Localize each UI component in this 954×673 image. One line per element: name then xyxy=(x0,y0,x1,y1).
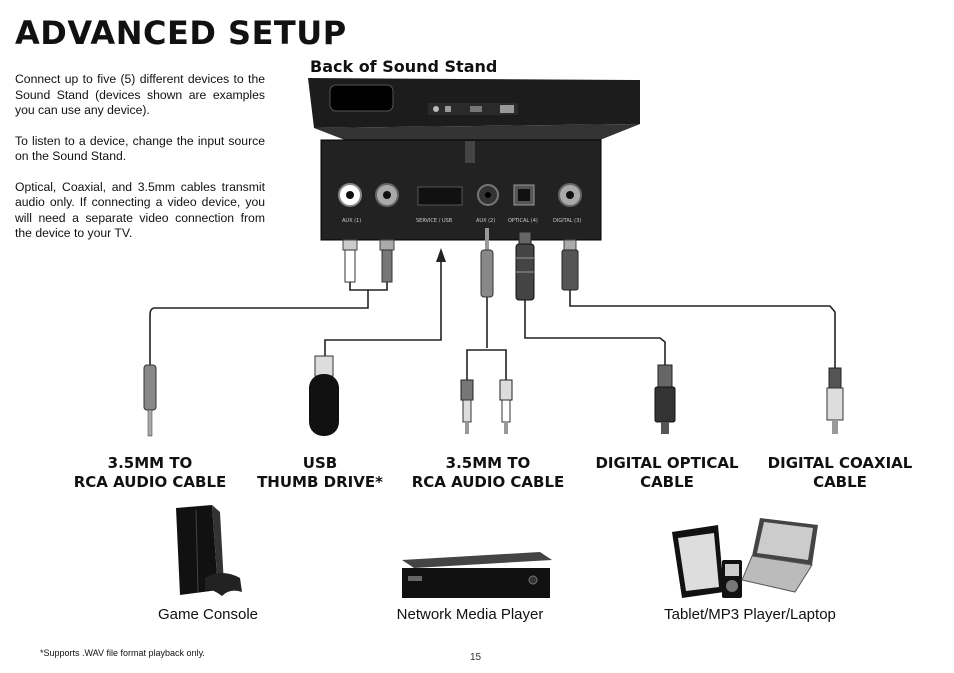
diagram-title: Back of Sound Stand xyxy=(310,57,498,76)
tablet-mp3-laptop-image xyxy=(672,518,818,598)
cable-wires xyxy=(149,255,836,380)
mini-plug-left xyxy=(143,364,157,437)
coax-plug xyxy=(561,239,579,291)
cable-label: DIGITAL COAXIAL CABLE xyxy=(760,454,920,492)
device-label-game-console: Game Console xyxy=(157,606,259,623)
intro-text: Connect up to five (5) different devices… xyxy=(15,72,265,257)
cable-label: 3.5MM TO RCA AUDIO CABLE xyxy=(70,454,230,492)
intro-paragraph: To listen to a device, change the input … xyxy=(15,133,265,164)
cable-label: USB THUMB DRIVE* xyxy=(252,454,388,492)
page-title: ADVANCED SETUP xyxy=(15,14,347,52)
device-label-media-player: Network Media Player xyxy=(396,606,544,623)
cable-label-line: RCA AUDIO CABLE xyxy=(73,473,227,491)
rear-panel: AUX (1) SERVICE / USB AUX (2) OPTICAL (4… xyxy=(320,139,602,241)
cable-label: DIGITAL OPTICAL CABLE xyxy=(588,454,746,492)
network-media-player-image xyxy=(402,552,552,598)
cable-label-line: USB xyxy=(302,454,338,472)
cable-label-line: RCA AUDIO CABLE xyxy=(411,473,565,491)
device-label-tablet-laptop: Tablet/MP3 Player/Laptop xyxy=(664,606,836,623)
sound-stand xyxy=(308,78,640,140)
cable-label-line: 3.5MM TO xyxy=(107,454,193,472)
port-label-optical: OPTICAL (4) xyxy=(508,218,538,224)
rca-plug-red xyxy=(379,239,395,283)
footnote: *Supports .WAV file format playback only… xyxy=(40,648,205,658)
port-label-aux1: AUX (1) xyxy=(342,218,361,224)
cable-label-line: THUMB DRIVE* xyxy=(257,473,383,491)
cable-label-line: 3.5MM TO xyxy=(445,454,531,472)
port-label-digital: DIGITAL (3) xyxy=(553,218,581,224)
cable-label: 3.5MM TO RCA AUDIO CABLE xyxy=(408,454,568,492)
intro-paragraph: Optical, Coaxial, and 3.5mm cables trans… xyxy=(15,179,265,241)
cable-label-line: DIGITAL OPTICAL xyxy=(595,454,739,472)
coax-plug-end xyxy=(826,367,844,434)
cable-label-line: CABLE xyxy=(813,473,867,491)
port-label-aux2: AUX (2) xyxy=(476,218,495,224)
cable-label-line: CABLE xyxy=(640,473,694,491)
mini-plug-aux2 xyxy=(480,228,494,298)
game-console-image xyxy=(176,505,242,596)
cable-label-line: DIGITAL COAXIAL xyxy=(767,454,913,472)
intro-paragraph: Connect up to five (5) different devices… xyxy=(15,72,265,117)
optical-plug-end xyxy=(654,364,676,434)
usb-arrow-icon xyxy=(436,248,446,262)
usb-thumb-drive xyxy=(309,355,339,436)
optical-plug xyxy=(515,231,535,301)
page-number: 15 xyxy=(470,652,482,663)
rca-plug-pair xyxy=(460,379,513,434)
usb-port xyxy=(417,186,463,206)
rca-plug-white xyxy=(342,239,358,283)
port-label-service-usb: SERVICE / USB xyxy=(416,218,453,224)
